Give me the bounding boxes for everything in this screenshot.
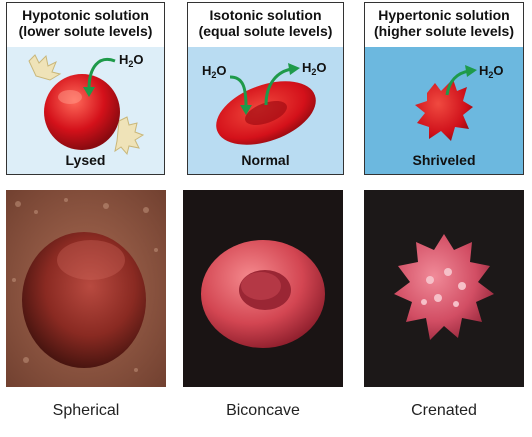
isotonic-title-line2: (equal solute levels) (198, 23, 333, 39)
hypertonic-title-line2: (higher solute levels) (373, 23, 515, 39)
crenated-cell-micrograph (364, 190, 524, 387)
lysed-label: Lysed (65, 152, 106, 168)
hypotonic-title-line1: Hypotonic solution (22, 7, 149, 23)
water-inflow-arrow (229, 75, 248, 108)
membrane-fragment-top (28, 54, 62, 81)
hypotonic-panel: Hypotonic solution (lower solute levels)… (6, 2, 165, 175)
water-label: H2O (479, 63, 504, 80)
hypertonic-title: Hypertonic solution (higher solute level… (365, 3, 523, 47)
hypertonic-panel: Hypertonic solution (higher solute level… (364, 2, 524, 175)
membrane-fragment-bottom (114, 116, 145, 156)
water-label: H2O (119, 52, 144, 69)
shriveled-label: Shriveled (412, 152, 476, 168)
water-outflow-arrow (264, 67, 293, 106)
water-outflow-arrowhead (288, 63, 300, 75)
shriveled-cell-illustration: H2O (415, 63, 504, 141)
isotonic-title-line1: Isotonic solution (209, 7, 322, 23)
hypotonic-title: Hypotonic solution (lower solute levels) (7, 3, 164, 47)
isotonic-title: Isotonic solution (equal solute levels) (188, 3, 343, 47)
hypertonic-title-line1: Hypertonic solution (378, 7, 510, 23)
spherical-caption: Spherical (52, 402, 120, 419)
water-outflow-arrowhead (465, 65, 477, 77)
crenated-caption: Crenated (411, 402, 477, 419)
spherical-cell-micrograph (6, 190, 166, 387)
water-inflow-arrowhead (240, 105, 252, 115)
water-inflow-arrow (87, 58, 116, 90)
shriveled-red-blood-cell (415, 79, 473, 141)
lysed-cell-illustration: H2O (28, 52, 145, 156)
biconcave-cell-micrograph (183, 190, 343, 387)
biconcave-caption: Biconcave (226, 402, 300, 419)
hypotonic-title-line2: (lower solute levels) (18, 23, 153, 39)
water-in-label: H2O (202, 63, 227, 80)
normal-cell-illustration: H2O H2O (202, 60, 327, 145)
lysed-red-blood-cell (44, 74, 120, 150)
water-out-label: H2O (302, 60, 327, 77)
normal-red-blood-cell (216, 81, 316, 145)
isotonic-panel: Isotonic solution (equal solute levels) … (187, 2, 344, 175)
water-inflow-arrowhead (83, 87, 95, 97)
normal-label: Normal (241, 152, 290, 168)
